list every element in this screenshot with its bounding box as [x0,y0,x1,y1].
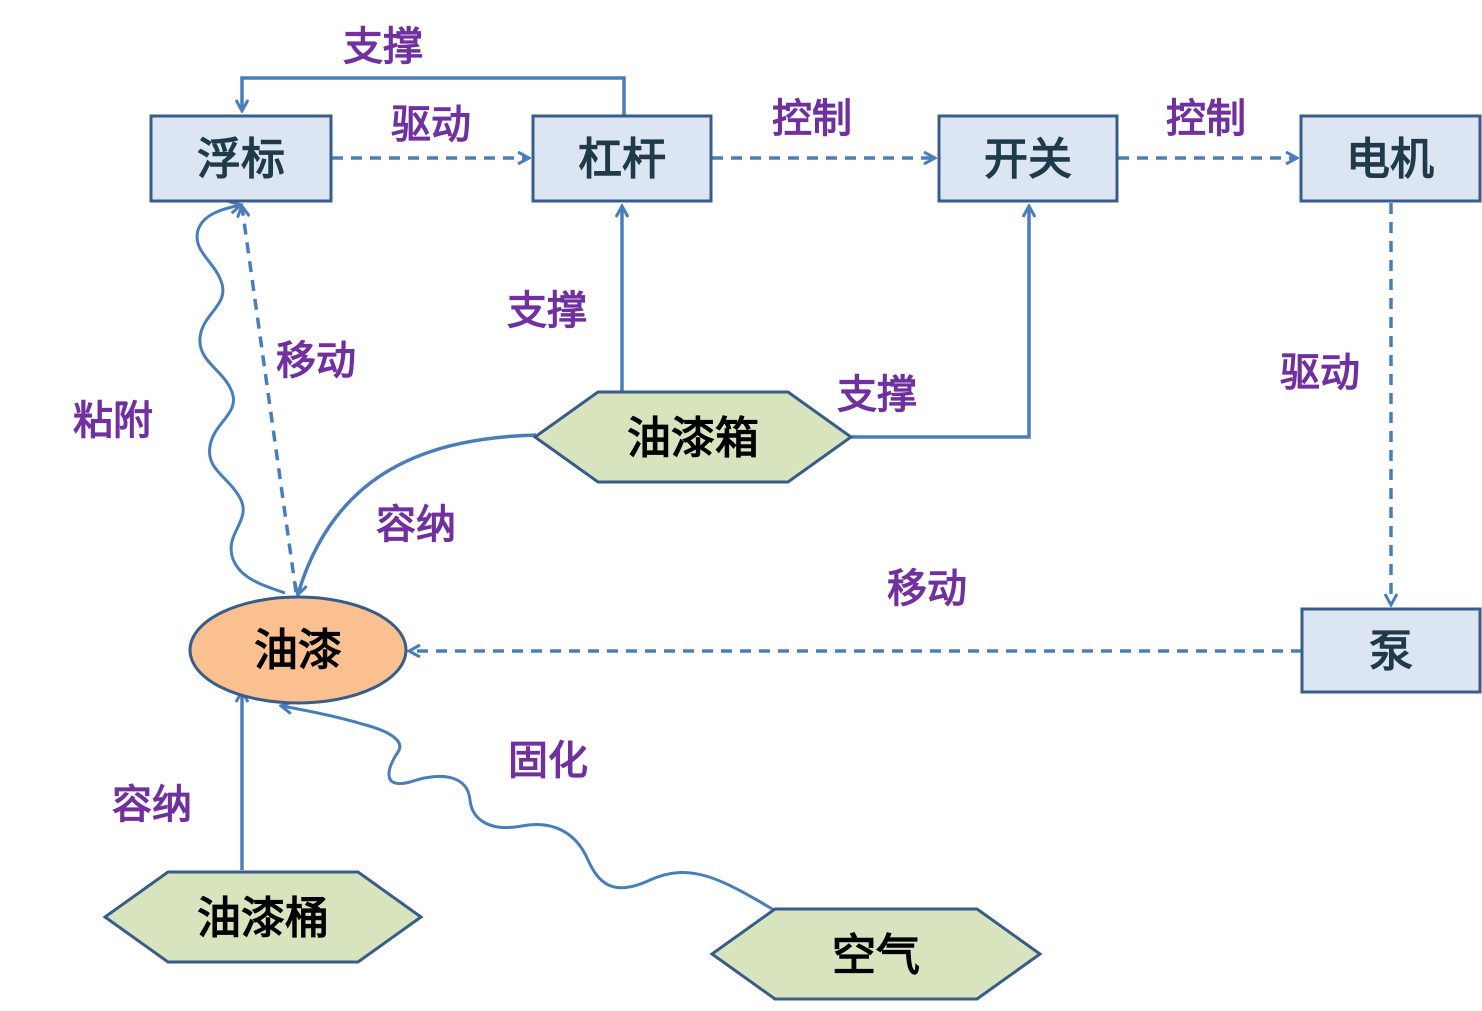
edge-lever-supports-float [242,76,626,116]
label-switch-controls-motor: 控制 [1166,96,1246,142]
node-lever: 杠杆 [531,114,713,203]
label-lever-controls-switch: 控制 [772,96,852,142]
label-motor-drives-pump: 驱动 [1280,350,1360,396]
label-bucket-contains-paint: 容纳 [112,782,192,828]
node-paint: 油漆 [188,595,408,705]
node-pump-label: 泵 [1369,626,1413,677]
edge-tank-supports-switch [848,207,1029,439]
label-tank-supports-lever: 支撑 [507,288,587,334]
edge-tank-contains-paint [298,433,537,594]
node-paint-bucket-label: 油漆桶 [197,893,329,944]
node-motor: 电机 [1299,114,1482,203]
label-tank-contains-paint: 容纳 [376,502,456,548]
label-pump-moves-paint: 移动 [887,566,967,612]
node-pump: 泵 [1300,607,1482,694]
label-tank-supports-switch: 支撑 [837,372,917,418]
node-air: 空气 [709,907,1043,1001]
label-lever-supports-float: 支撑 [343,24,423,70]
node-paint-tank-label: 油漆箱 [627,413,759,464]
node-motor-label: 电机 [1346,134,1434,185]
node-switch: 开关 [937,114,1119,203]
node-paint-label: 油漆 [254,625,342,676]
node-float: 浮标 [149,114,333,203]
node-float-label: 浮标 [197,134,285,185]
edge-paint-adheres-float [195,205,286,595]
edge-paint-moves-float [242,207,298,593]
label-paint-adheres-float: 粘附 [73,398,153,444]
node-switch-label: 开关 [984,134,1072,185]
node-paint-tank: 油漆箱 [532,390,854,484]
label-float-drives-lever: 驱动 [391,102,471,148]
node-paint-bucket: 油漆桶 [102,870,424,964]
edge-air-cures-paint [282,706,775,912]
node-lever-label: 杠杆 [578,134,666,185]
node-air-label: 空气 [832,930,920,981]
label-paint-moves-float: 移动 [276,338,356,384]
label-air-cures-paint: 固化 [508,738,588,784]
